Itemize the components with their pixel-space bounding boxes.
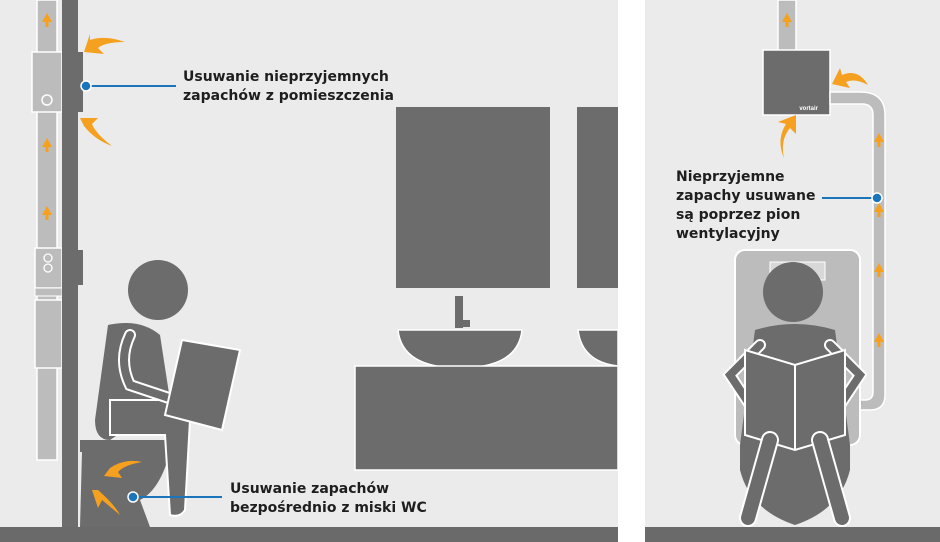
label-line: Nieprzyjemne [676,169,785,185]
person-sitting [95,260,242,517]
label-bowl-odor-removal: Usuwanie zapachów bezpośrednio z miski W… [230,480,427,518]
fan-unit-top [31,51,63,113]
left-floor [0,527,618,542]
mirror-2 [577,107,618,288]
faucet [455,296,463,328]
right-floor [645,527,940,542]
mirror [396,107,550,288]
label-line: Usuwanie zapachów [230,481,390,497]
vanity [354,365,619,471]
callout-riser [822,192,883,204]
label-line: bezpośrednio z miski WC [230,500,427,516]
label-line: są poprzez pion [676,207,801,223]
label-line: Usuwanie nieprzyjemnych [183,69,389,85]
newspaper [163,338,242,432]
label-riser-ventilation: Nieprzyjemne zapachy usuwane są poprzez … [676,168,815,244]
person-front [722,262,868,527]
label-room-odor-removal: Usuwanie nieprzyjemnych zapachów z pomie… [183,68,394,106]
callout-bowl [127,491,222,503]
fan-unit [762,49,831,116]
wall [62,0,78,527]
arrows-orange-left [80,34,142,515]
label-line: zapachy usuwane [676,188,816,204]
label-line: wentylacyjny [676,226,780,242]
label-line: zapachów z pomieszczenia [183,88,394,104]
ventilation-riser-left [31,0,63,461]
fan-logo: vortair [799,106,818,112]
callout-room [80,80,176,92]
toilet-side [80,440,175,527]
